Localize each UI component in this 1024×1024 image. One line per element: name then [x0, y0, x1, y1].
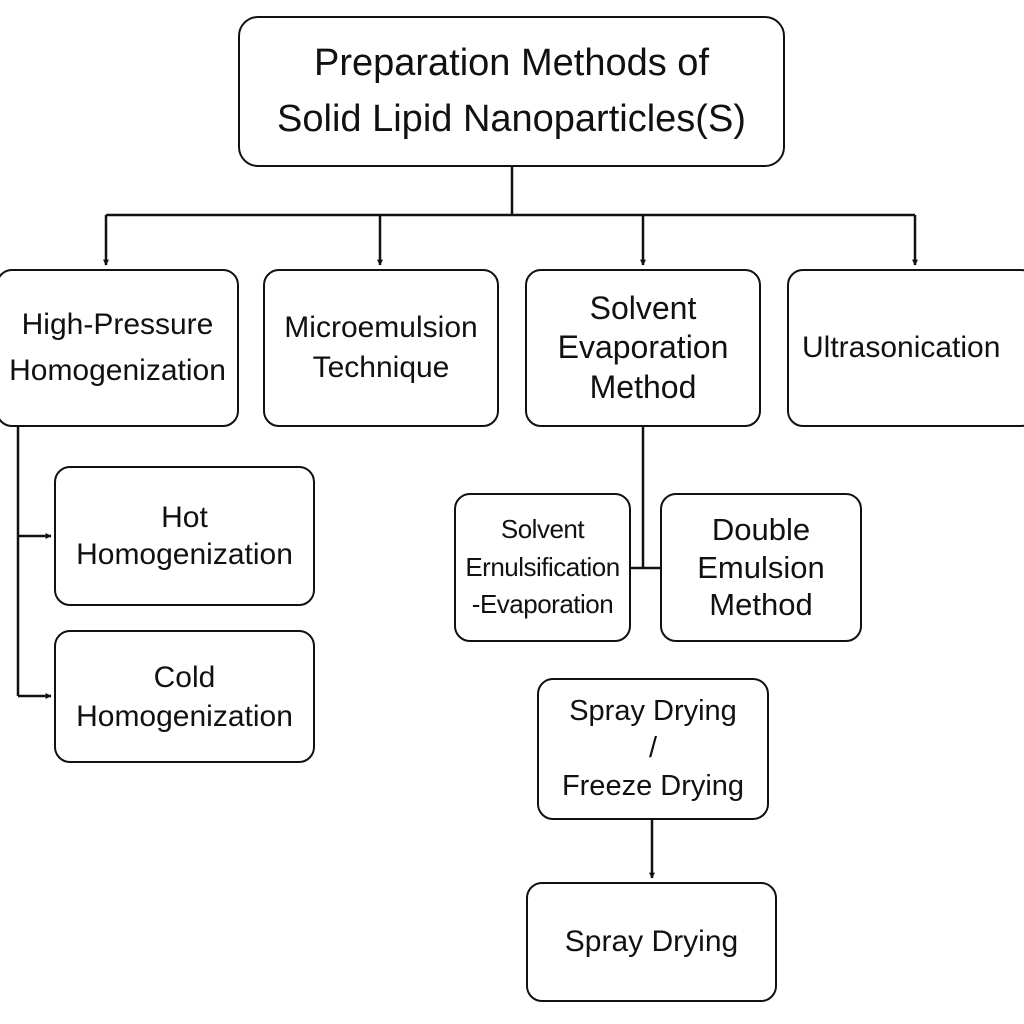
solvent-emulsification-evaporation-node: Solvent Ernulsification -Evaporation [454, 493, 631, 642]
hot-homogenization-node: Hot Homogenization [54, 466, 315, 606]
solvent-evaporation-node: Solvent Evaporation Method [525, 269, 761, 427]
spray-drying-node: Spray Drying [526, 882, 777, 1002]
high-pressure-homogenization-node: High-Pressure Homogenization [0, 269, 239, 427]
root-node: Preparation Methods of Solid Lipid Nanop… [238, 16, 785, 167]
spray-freeze-drying-node: Spray Drying / Freeze Drying [537, 678, 769, 820]
ultrasonication-node: Ultrasonication [787, 269, 1024, 427]
microemulsion-technique-node: Microemulsion Technique [263, 269, 499, 427]
double-emulsion-node: Double Emulsion Method [660, 493, 862, 642]
cold-homogenization-node: Cold Homogenization [54, 630, 315, 763]
